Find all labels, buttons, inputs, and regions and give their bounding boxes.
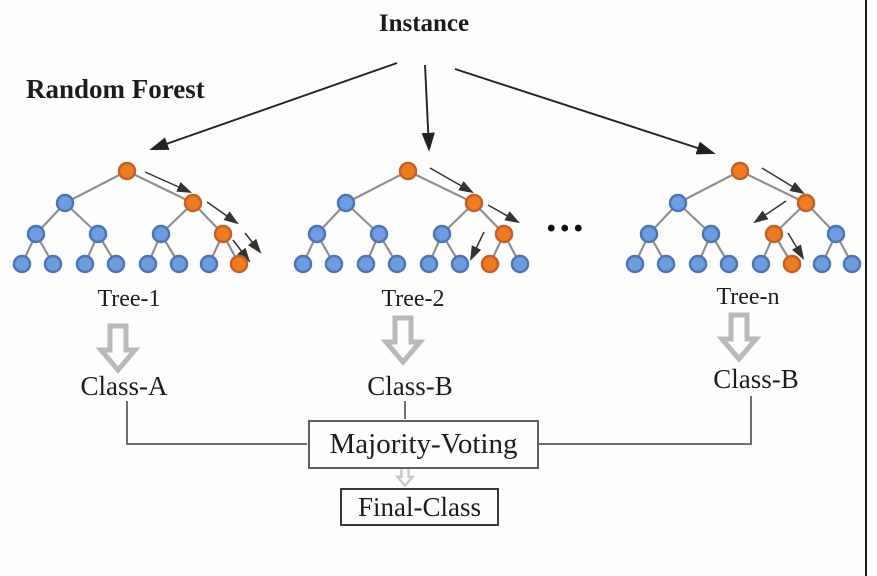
tree-leaf-node [106, 254, 126, 274]
class-b-label-middle: Class-B [367, 371, 453, 401]
tree-level3-node [369, 224, 389, 244]
tree-leaf-node [75, 254, 95, 274]
tree-leaf-node [751, 254, 771, 274]
decision-path-arrow [487, 204, 520, 224]
tree-leaf-node [43, 254, 63, 274]
tree-root-node [730, 161, 750, 181]
decision-path-arrow [761, 167, 805, 195]
tree-leaf-node [12, 254, 32, 274]
majority-voting-box: Majority-Voting [308, 420, 539, 469]
tree-edge [345, 170, 409, 204]
tree-level3-node [639, 224, 659, 244]
tree-leaf-node [138, 254, 158, 274]
tree-leaf-node [229, 254, 249, 274]
decision-path-arrow [206, 201, 239, 225]
tree-edge [64, 170, 128, 204]
decision-path-arrow [787, 232, 805, 260]
ellipsis-dots: ... [546, 195, 587, 241]
tree-leaf-node [842, 254, 862, 274]
block-arrow-down-icon [716, 312, 762, 363]
decision-tree-n [625, 161, 862, 274]
decision-path-arrow [429, 167, 474, 194]
class-b-label-right: Class-B [713, 364, 799, 394]
tree-edge [407, 170, 475, 204]
class-to-voting-connector [536, 396, 752, 445]
tree-level3-node [88, 224, 108, 244]
tree-level2-node [336, 193, 356, 213]
tree-n-label: Tree-n [716, 284, 780, 310]
tree-level3-node [307, 224, 327, 244]
tree-leaf-node [656, 254, 676, 274]
tree-leaf-node [199, 254, 219, 274]
block-arrow-down-icon [380, 315, 426, 366]
tree-leaf-node [782, 254, 802, 274]
tree-root-node [117, 161, 137, 181]
random-forest-title: Random Forest [26, 74, 205, 104]
tree-edge [126, 170, 194, 204]
tree-edge [739, 170, 807, 204]
final-class-box: Final-Class [340, 488, 499, 526]
decision-path-arrow [470, 231, 485, 262]
tree-2-label: Tree-2 [381, 286, 445, 312]
decision-path-arrow [244, 232, 262, 254]
tree-level3-node [151, 224, 171, 244]
tree-level3-node [494, 224, 514, 244]
tree-leaf-node [450, 254, 470, 274]
page-frame-line [865, 0, 867, 576]
decision-tree-2 [293, 161, 530, 274]
tree-level2-node [796, 193, 816, 213]
tree-leaf-node [419, 254, 439, 274]
instance-label: Instance [378, 10, 470, 37]
tree-leaf-node [387, 254, 407, 274]
tree-level3-node [213, 224, 233, 244]
tree-level3-node [764, 224, 784, 244]
tree-level2-node [183, 193, 203, 213]
tree-leaf-node [293, 254, 313, 274]
tree-level3-node [26, 224, 46, 244]
decision-path-arrow [232, 239, 251, 263]
tree-level2-node [464, 193, 484, 213]
tree-leaf-node [719, 254, 739, 274]
tree-leaf-node [356, 254, 376, 274]
tree-leaf-node [688, 254, 708, 274]
majority-voting-label: Majority-Voting [329, 428, 518, 460]
tree-level2-node [668, 193, 688, 213]
instance-to-tree-arrow [421, 64, 435, 152]
tree-leaf-node [625, 254, 645, 274]
final-class-label: Final-Class [357, 491, 481, 522]
tree-level2-node [55, 193, 75, 213]
decision-tree-1 [12, 161, 262, 274]
tree-leaf-node [510, 254, 530, 274]
tree-leaf-node [169, 254, 189, 274]
decision-path-arrow [144, 171, 193, 193]
block-arrow-down-icon [95, 323, 141, 374]
tree-root-node [398, 161, 418, 181]
instance-to-tree-arrow [454, 68, 716, 155]
tree-level3-node [826, 224, 846, 244]
tree-leaf-node [812, 254, 832, 274]
tree-leaf-node [324, 254, 344, 274]
class-to-voting-connector [126, 401, 307, 445]
instance-to-tree-arrow [149, 62, 398, 150]
tree-level3-node [701, 224, 721, 244]
tree-level3-node [432, 224, 452, 244]
decision-path-arrow [753, 200, 787, 224]
tree-1-label: Tree-1 [97, 286, 161, 312]
tree-edge [677, 170, 741, 204]
tree-leaf-node [480, 254, 500, 274]
class-a-label: Class-A [80, 371, 168, 401]
